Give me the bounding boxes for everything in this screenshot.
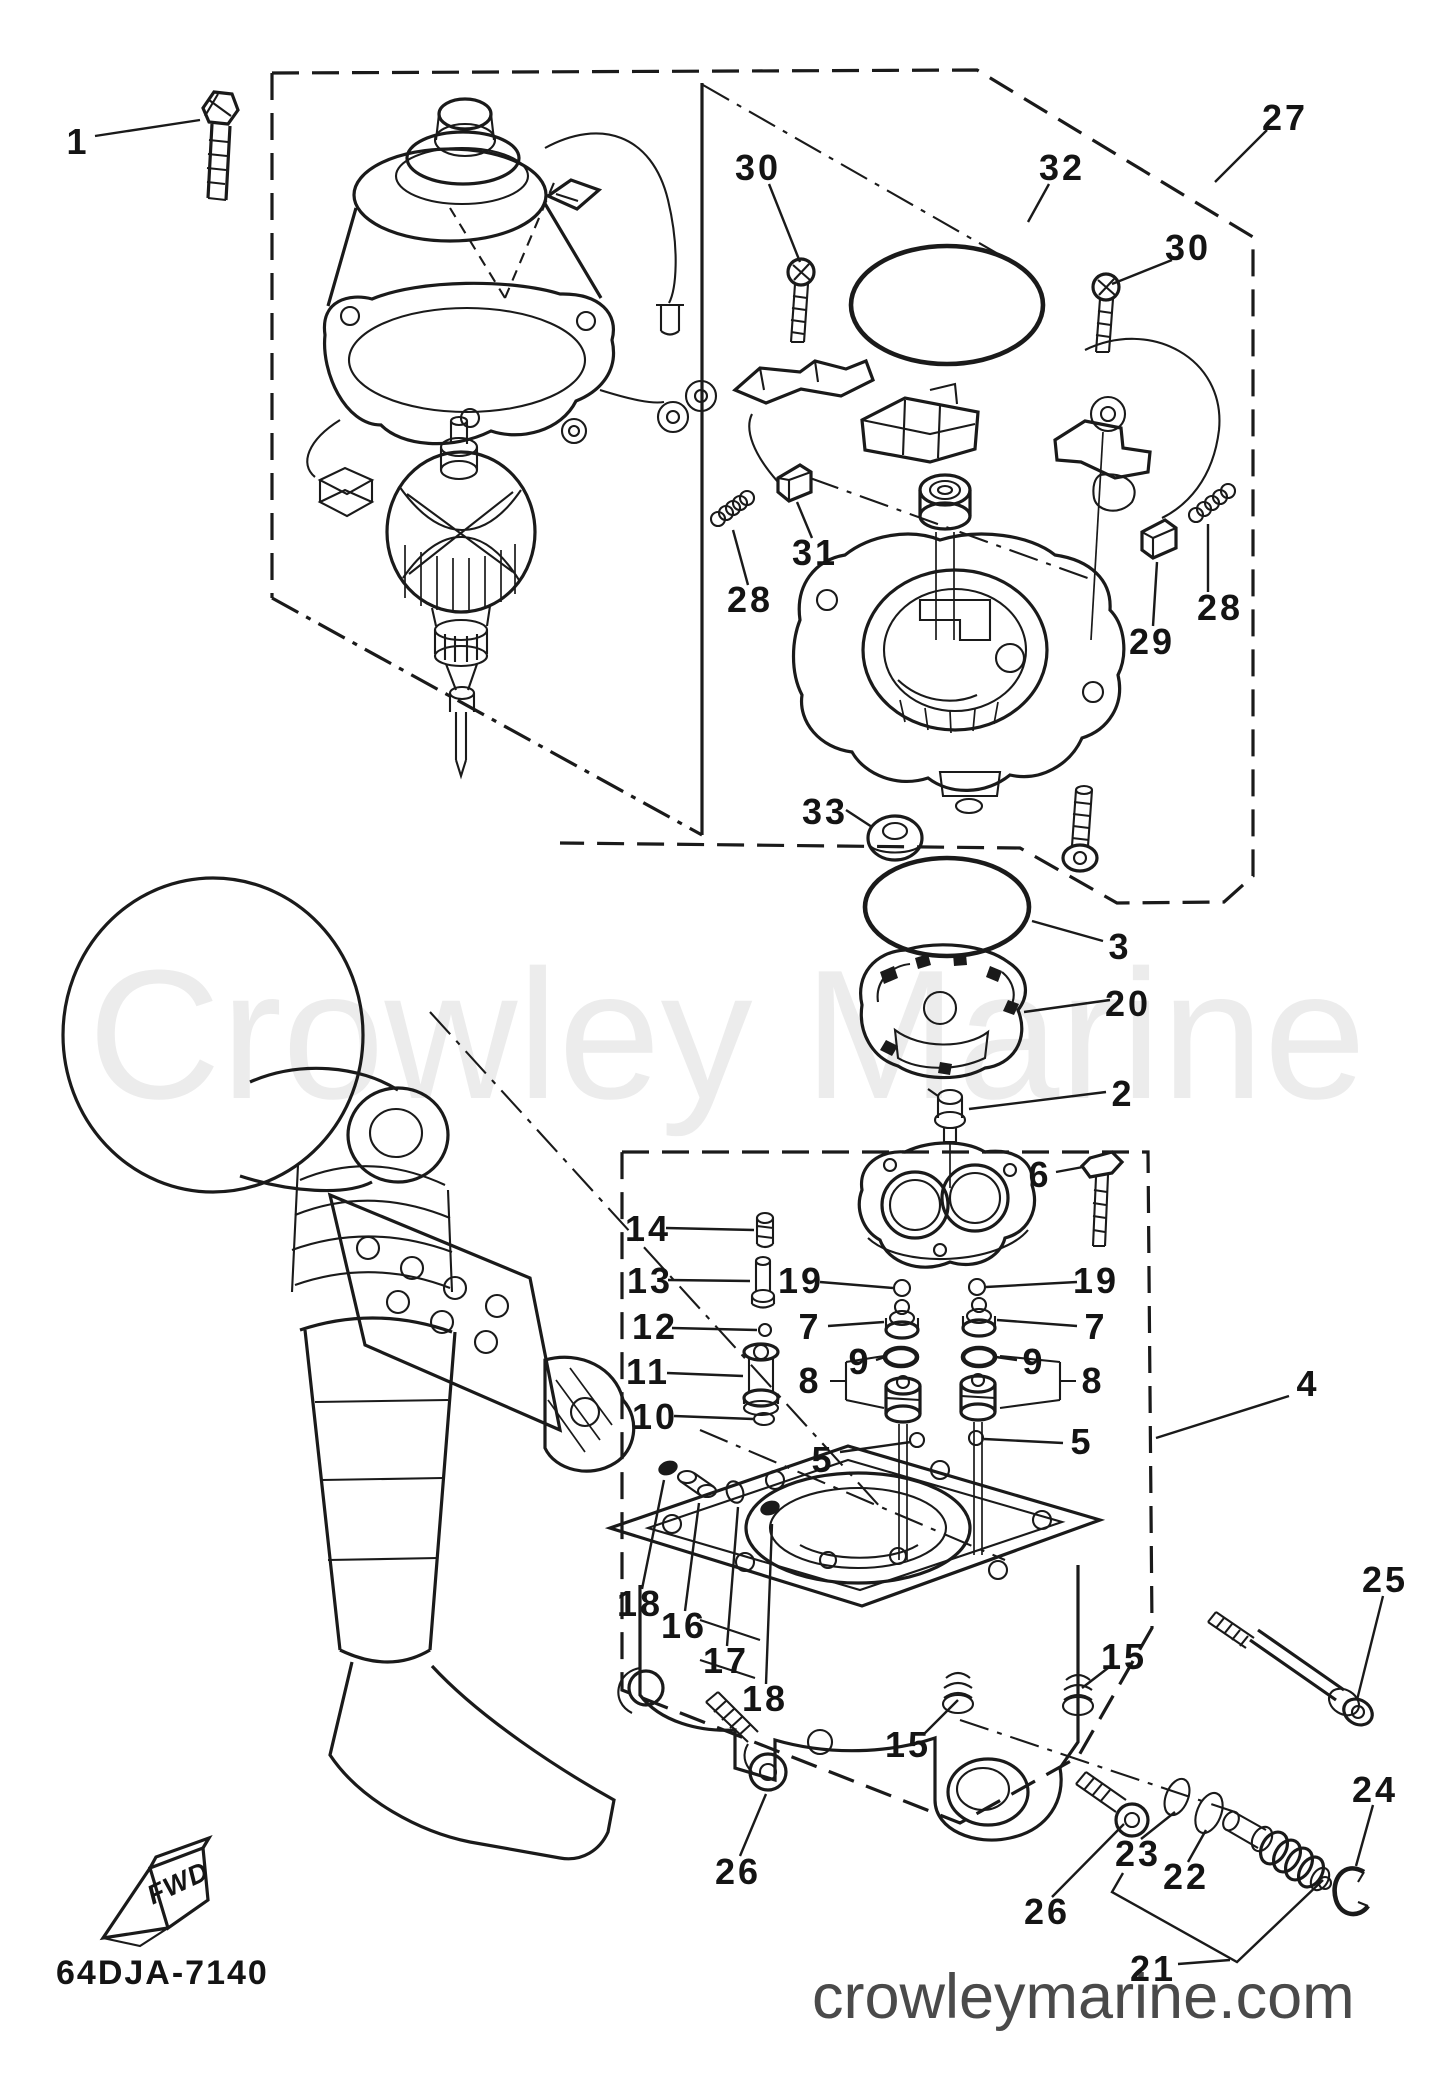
brush-holder-left [732,358,875,405]
callout-17: 17 [702,1640,750,1681]
drawing-code: 64DJA-7140 [56,1954,269,1992]
trim-sensor-20 [859,943,1027,1080]
callout-29: 29 [1128,621,1176,662]
callout-5: 5 [811,1439,835,1480]
callout-2: 2 [1111,1073,1135,1114]
valve-pin-21 [1222,1810,1333,1892]
mount-bolt [1061,784,1099,873]
o-ring-3 [862,855,1032,959]
callout-33: 33 [801,791,849,832]
assembly-boundary-boxes [270,68,1255,1825]
o-ring-32 [848,243,1046,367]
bolt-25 [1207,1611,1374,1727]
callout-6: 6 [1028,1154,1052,1195]
screw-plug-15-left [941,1671,975,1715]
brush-31 [748,413,813,503]
terminal-block-center [860,382,980,464]
watermark-center: Crowley Marine [88,931,1367,1137]
bracket-8-left [830,1354,885,1410]
screw-6 [1079,1150,1125,1248]
sender-2 [927,1088,967,1188]
brush-holder-right [1053,337,1221,641]
brush-29 [1140,518,1178,560]
watermark-footer: crowleymarine.com [812,1962,1355,2032]
callout-4: 4 [1296,1363,1320,1404]
fwd-arrow [99,1834,213,1948]
screw-30-right [1091,272,1121,354]
valve-stack-right [959,1277,998,1555]
callout-19: 19 [777,1260,825,1301]
snap-ring-24 [1332,1866,1370,1917]
callout-11: 11 [625,1351,671,1392]
bolt-1 [201,90,240,202]
spring-28-left [709,489,756,528]
callout-7: 7 [798,1306,822,1347]
callout-23: 23 [1114,1833,1162,1874]
callout-30: 30 [734,147,782,188]
callout-1: 1 [66,121,90,162]
callout-12: 12 [631,1306,679,1347]
callout-15: 15 [884,1724,932,1765]
callout-19: 19 [1072,1260,1120,1301]
pump-gear-plate [857,1141,1037,1269]
o-ring-22 [1194,1791,1224,1835]
valve-parts-left-column [742,1211,780,1427]
callout-26: 26 [1023,1891,1071,1932]
seal-row-18-16-17-18 [658,1460,780,1516]
callout-8: 8 [1081,1360,1105,1401]
callout-13: 13 [626,1260,674,1301]
callout-31: 31 [791,532,839,573]
bushing-33 [866,814,924,862]
screw-plug-15-right [1061,1673,1095,1717]
callout-20: 20 [1104,983,1152,1024]
callout-16: 16 [660,1605,708,1646]
end-frame [791,532,1126,815]
callout-22: 22 [1162,1856,1210,1897]
callout-25: 25 [1361,1559,1409,1600]
tilt-cylinder-assembly [61,876,636,1861]
callout-3: 3 [1108,926,1132,967]
leader-lines [94,118,1385,1966]
callout-7: 7 [1084,1306,1108,1347]
bracket-8-right [999,1354,1076,1410]
spring-28-right [1187,482,1237,524]
callout-27: 27 [1261,97,1309,138]
screw-30-left [786,257,816,344]
bolt-26-left [705,1691,788,1792]
callout-28: 28 [726,579,774,620]
callout-30: 30 [1164,227,1212,268]
callout-28: 28 [1196,587,1244,628]
callout-26: 26 [714,1851,762,1892]
callout-21: 21 [1129,1948,1177,1989]
callout-32: 32 [1038,147,1086,188]
callout-9: 9 [848,1341,872,1382]
callout-9: 9 [1022,1341,1046,1382]
electric-motor [306,97,718,518]
callout-8: 8 [798,1360,822,1401]
callout-18: 18 [741,1678,789,1719]
callout-24: 24 [1351,1769,1399,1810]
callout-10: 10 [631,1396,679,1437]
bearing [918,473,972,640]
callout-18: 18 [616,1583,664,1624]
callout-5: 5 [1070,1421,1094,1462]
callout-14: 14 [624,1208,672,1249]
armature [385,415,537,780]
callout-15: 15 [1100,1636,1148,1677]
pump-body-4 [604,1444,1106,1842]
bolt-26-right [1075,1771,1150,1838]
o-ring-23 [1163,1777,1191,1817]
